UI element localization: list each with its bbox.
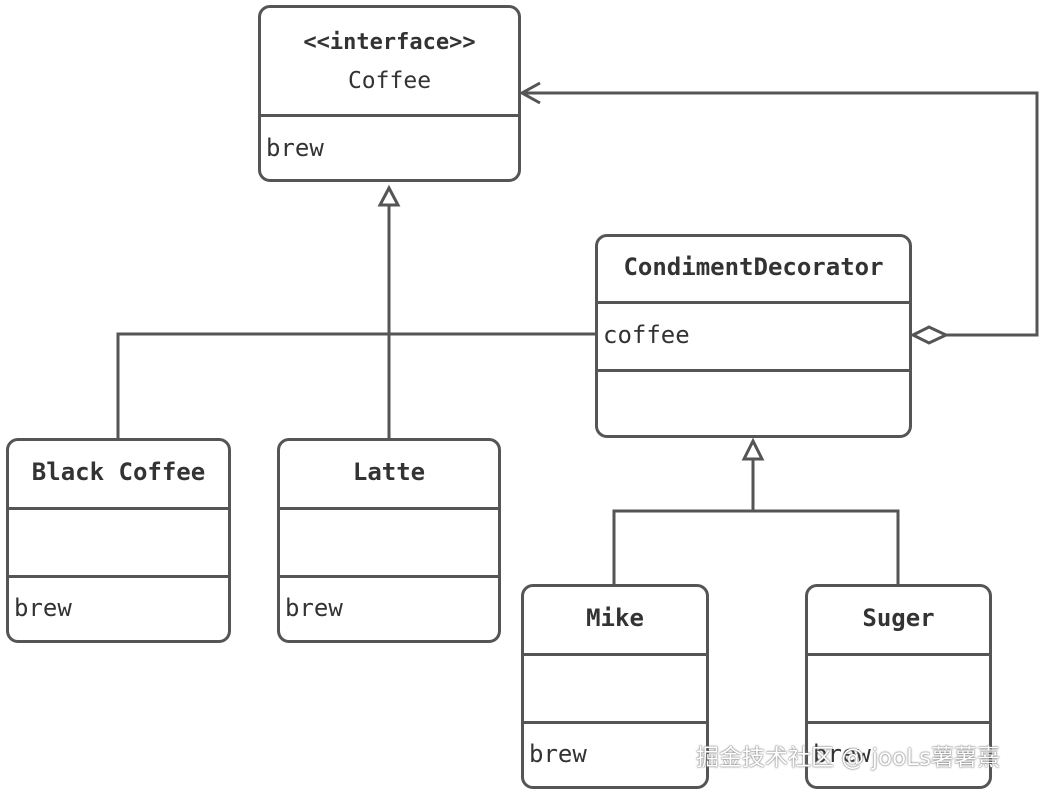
latte-box: Latte brew [277,438,501,643]
condiment-decorator-field-coffee: coffee [603,321,690,349]
latte-class-name: Latte [352,458,426,486]
latte-methods-section: brew [280,575,498,640]
decorator-inheritance-arrowhead [741,437,765,461]
mike-box: Mike brew [521,584,709,789]
black-coffee-box: Black Coffee brew [6,438,231,643]
coffee-class-name: Coffee [347,68,432,94]
coffee-interface-box: <<interface>> Coffee brew [258,5,521,182]
black-coffee-class-name: Black Coffee [31,458,206,486]
suger-fields-section [808,653,989,721]
condiment-decorator-class-name: CondimentDecorator [623,253,884,281]
suger-method-brew: brew [813,740,871,768]
condiment-decorator-box: CondimentDecorator coffee [595,234,912,438]
coffee-methods-section: brew [261,114,518,179]
mike-extends-line [612,509,900,586]
condiment-decorator-methods-section [598,369,909,435]
suger-methods-section: brew [808,721,989,786]
mike-methods-section: brew [524,721,706,786]
coffee-inheritance-arrowhead [377,184,401,207]
aggregation-line [522,91,1039,337]
suger-box: Suger brew [805,584,992,789]
condiment-decorator-fields-section: coffee [598,301,909,369]
black-coffee-methods-section: brew [9,575,228,640]
mike-class-name: Mike [586,604,644,632]
aggregation-open-arrowhead [518,81,541,105]
latte-fields-section [280,507,498,575]
black-coffee-implements-line [116,332,596,440]
black-coffee-fields-section [9,507,228,575]
mike-method-brew: brew [529,740,587,768]
suger-class-name: Suger [862,604,935,632]
latte-method-brew: brew [285,594,343,622]
watermark: 掘金技术社区 @ jooLs薯薯熹 [696,745,1000,771]
aggregation-diamond [909,325,950,345]
coffee-method-brew: brew [266,134,324,162]
mike-fields-section [524,653,706,721]
black-coffee-method-brew: brew [14,594,72,622]
interface-stereotype: <<interface>> [303,30,476,55]
